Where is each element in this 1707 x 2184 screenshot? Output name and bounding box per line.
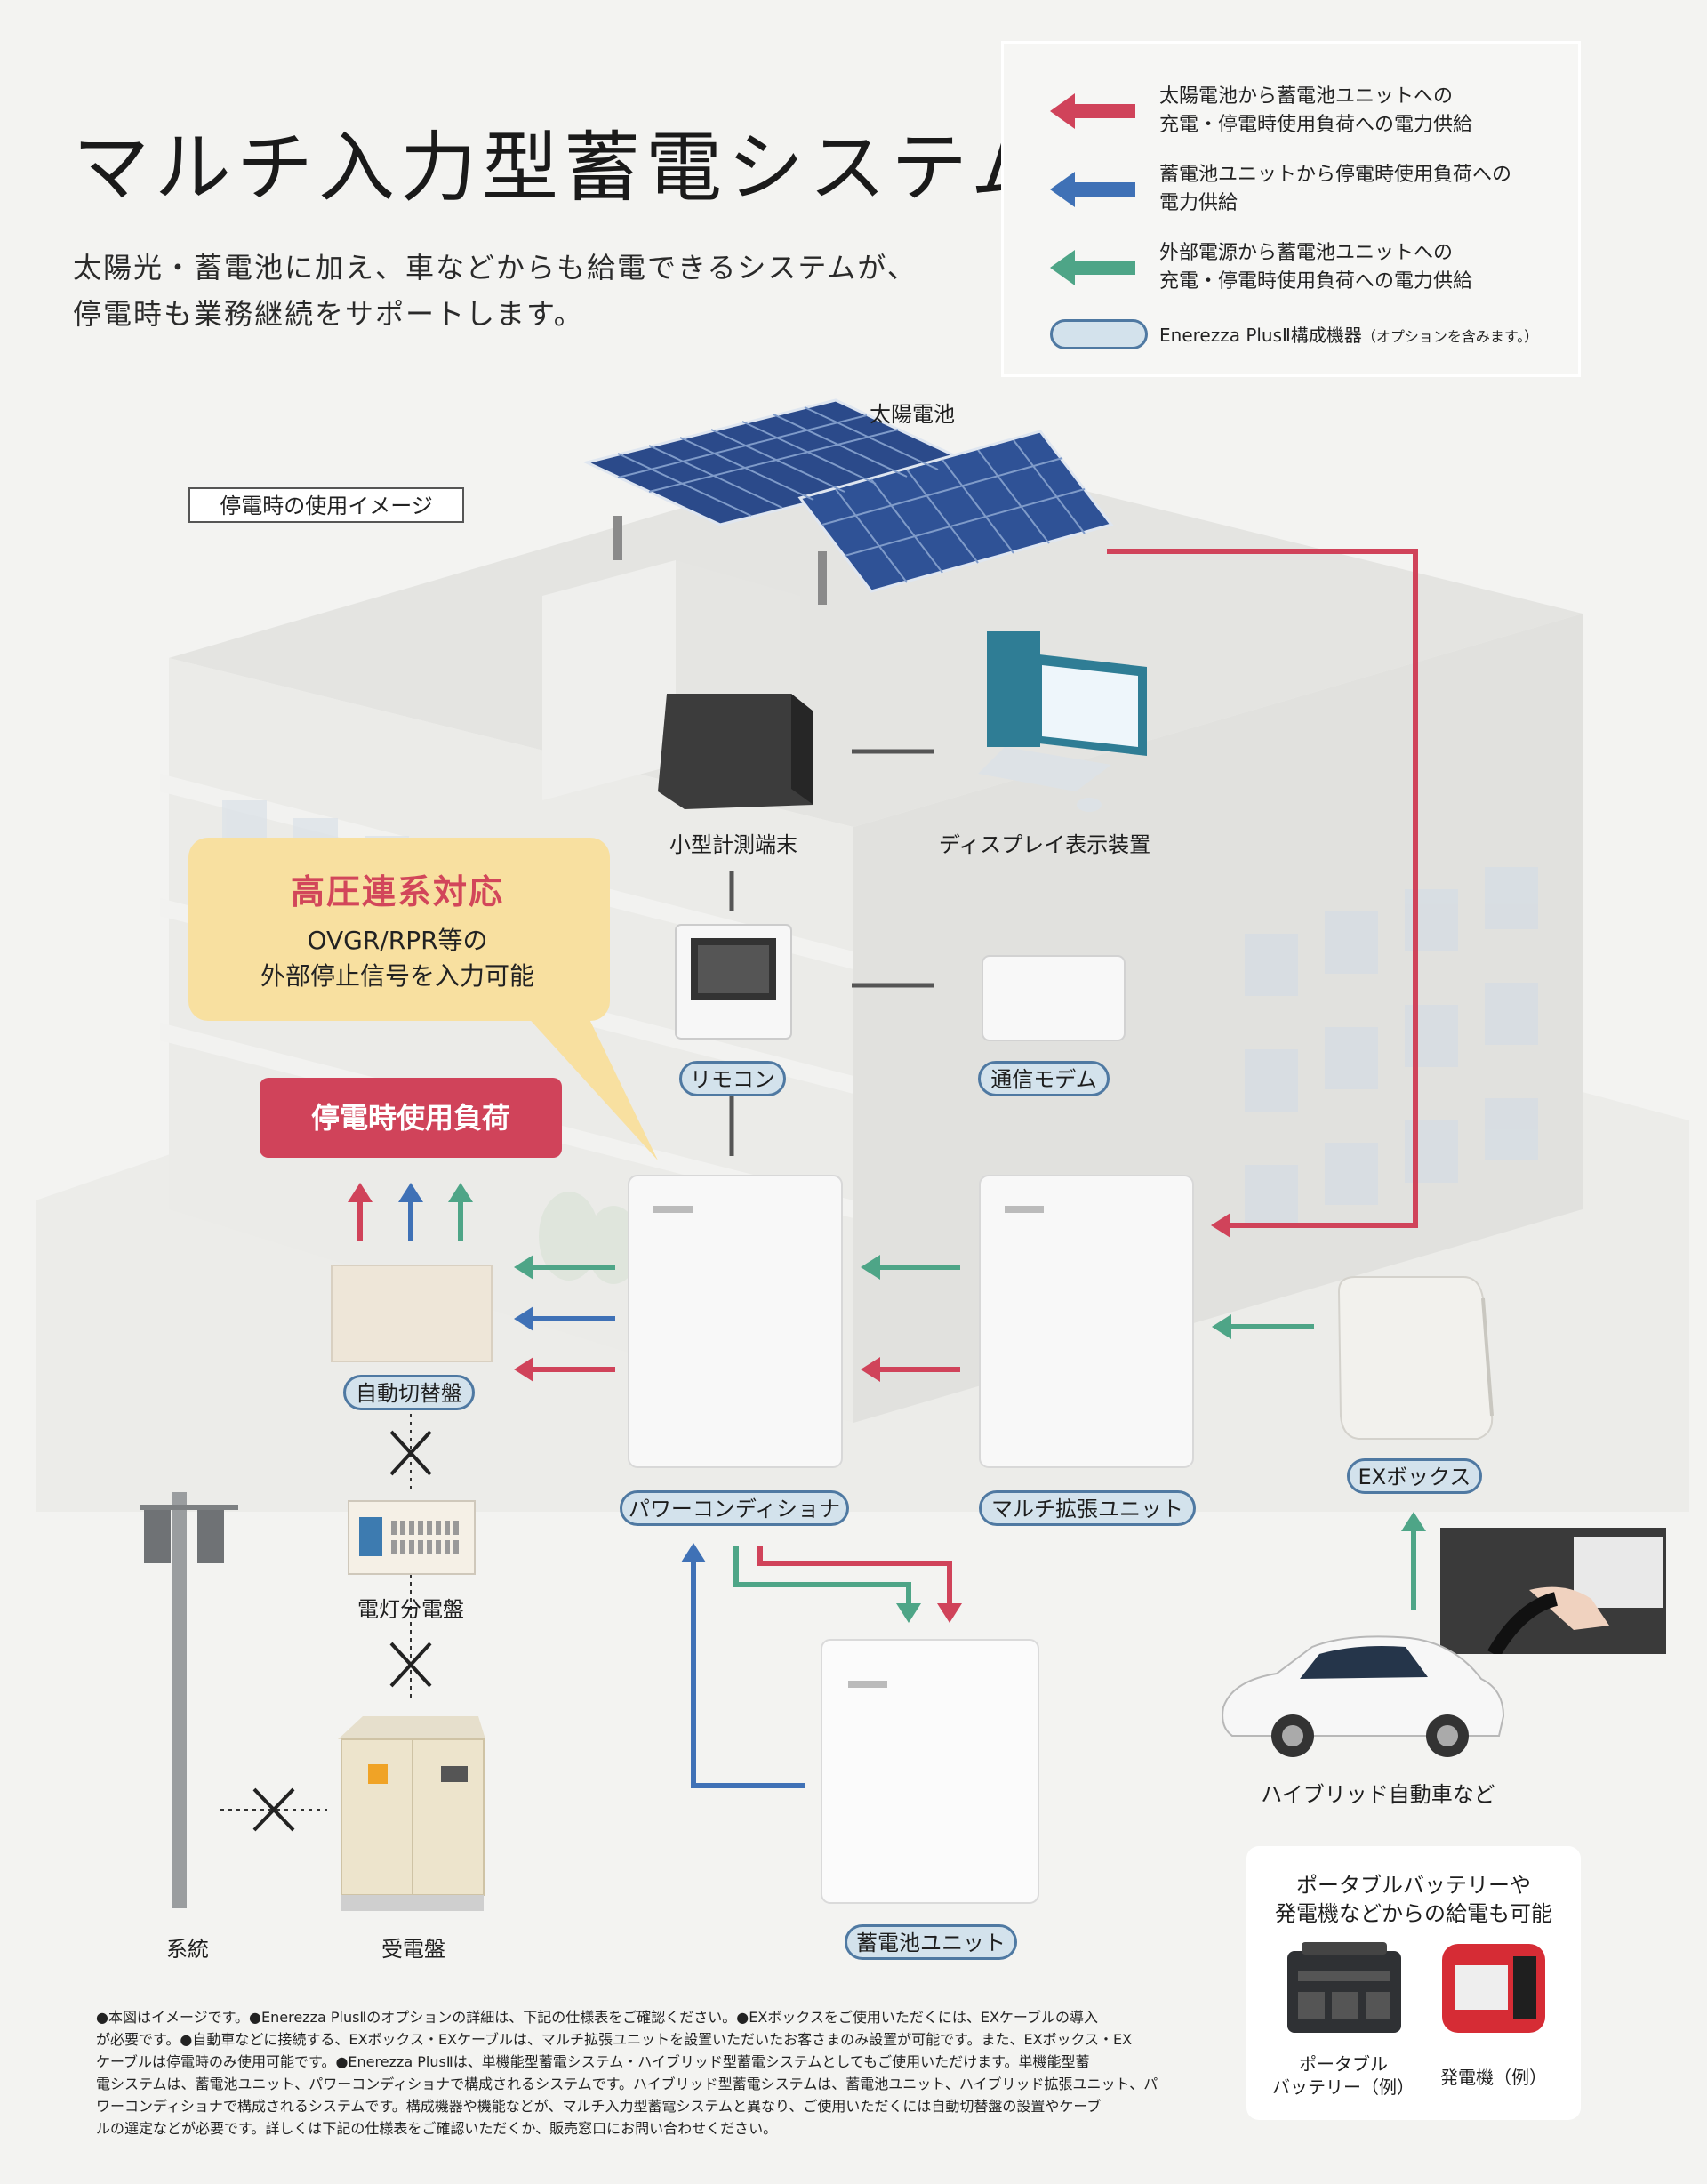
grid-label: 系統 xyxy=(166,1937,209,1962)
utility-pole-icon xyxy=(140,1492,238,1908)
legend-box: 太陽電池から蓄電池ユニットへの 充電・停電時使用負荷への電力供給 蓄電池ユニット… xyxy=(1001,41,1581,377)
page-title: マルチ入力型蓄電システム xyxy=(73,124,1053,213)
meter-label: 小型計測端末 xyxy=(669,832,797,857)
usage-image-label: 停電時の使用イメージ xyxy=(188,487,464,523)
legend-component-label: Enerezza PlusⅡ構成機器 xyxy=(1159,325,1362,346)
hybrid-car-icon xyxy=(1222,1635,1505,1757)
subtitle-line-1: 太陽光・蓄電池に加え、車などからも給電できるシステムが、 xyxy=(73,251,918,285)
auto-switch-tag: 自動切替盤 xyxy=(343,1375,475,1410)
portable-battery-label: ポータブル バッテリー（例） xyxy=(1268,2052,1419,2099)
multi-unit-tag: マルチ拡張ユニット xyxy=(979,1490,1196,1526)
legend-red-line1: 太陽電池から蓄電池ユニットへの xyxy=(1159,85,1454,108)
footnote-line: 電システムは、蓄電池ユニット、パワーコンディショナで構成されるシステムです。ハイ… xyxy=(96,2076,1158,2092)
legend-green-arrow-icon xyxy=(1050,250,1135,285)
portable-battery-line1: ポータブル xyxy=(1299,2053,1388,2075)
subtitle-line-2: 停電時も業務継続をサポートします。 xyxy=(73,297,584,331)
legend-red-arrow-icon xyxy=(1050,93,1135,129)
generator-icon xyxy=(1442,1944,1545,2033)
legend-green-line1: 外部電源から蓄電池ユニットへの xyxy=(1159,242,1454,264)
remote-controller-icon xyxy=(675,924,792,1040)
distribution-panel-icon xyxy=(348,1500,476,1575)
power-conditioner-tag: パワーコンディショナ xyxy=(620,1490,849,1526)
modem-tag: 通信モデム xyxy=(978,1061,1110,1096)
footnote-line: ●本図はイメージです。●Enerezza PlusⅡのオプションの詳細は、下記の… xyxy=(96,2009,1098,2026)
outage-load-banner: 停電時使用負荷 xyxy=(260,1078,562,1158)
modem-icon xyxy=(982,955,1126,1041)
display-label: ディスプレイ表示装置 xyxy=(938,832,1151,857)
legend-red-line2: 充電・停電時使用負荷への電力供給 xyxy=(1159,114,1473,136)
footnote-line: が必要です。●自動車などに接続する、EXボックス・EXケーブルは、マルチ拡張ユニ… xyxy=(96,2031,1133,2048)
legend-blue-arrow-icon xyxy=(1050,172,1135,207)
portable-heading-line2: 発電機などからの給電も可能 xyxy=(1275,1901,1552,1926)
hybrid-car-label: ハイブリッド自動車など xyxy=(1261,1782,1495,1807)
portable-battery-icon xyxy=(1287,1942,1401,2033)
auto-switch-panel-icon xyxy=(331,1265,493,1362)
portable-heading-line1: ポータブルバッテリーや xyxy=(1296,1873,1531,1898)
legend-green-line2: 充電・停電時使用負荷への電力供給 xyxy=(1159,270,1473,293)
solar-label: 太陽電池 xyxy=(870,402,955,427)
substation-panel-icon xyxy=(338,1716,485,1911)
battery-unit-tag: 蓄電池ユニット xyxy=(845,1924,1017,1960)
callout-title: 高圧連系対応 xyxy=(290,872,504,911)
legend-blue-line1: 蓄電池ユニットから停電時使用負荷への xyxy=(1159,164,1512,186)
substation-label: 受電盤 xyxy=(381,1937,445,1962)
battery-unit-icon xyxy=(821,1639,1039,1904)
multi-extension-unit-icon xyxy=(979,1175,1194,1468)
remote-tag: リモコン xyxy=(679,1061,786,1096)
disconnect-x-icons xyxy=(252,1430,432,1832)
legend-blue-line2: 電力供給 xyxy=(1159,192,1238,214)
portable-battery-line2: バッテリー（例） xyxy=(1272,2076,1414,2098)
power-conditioner-icon xyxy=(628,1175,843,1468)
ex-cable-photo xyxy=(1440,1528,1666,1654)
ex-box-icon xyxy=(1337,1276,1494,1440)
distribution-label: 電灯分電盤 xyxy=(357,1597,464,1622)
ex-box-tag: EXボックス xyxy=(1347,1458,1482,1494)
footnote-line: ケーブルは停電時のみ使用可能です。●Enerezza PlusⅡは、単機能型蓄電… xyxy=(96,2053,1090,2070)
footnote-line: ワーコンディショナで構成されるシステムです。構成機器や機能などが、マルチ入力型蓄… xyxy=(96,2098,1102,2115)
callout-line-1: OVGR/RPR等の xyxy=(307,926,488,955)
generator-label: 発電機（例） xyxy=(1440,2067,1547,2088)
callout-bubble xyxy=(188,838,658,1160)
measurement-terminal-icon xyxy=(658,694,813,809)
legend-component-swatch xyxy=(1050,319,1148,349)
legend-component-note: （オプションを含みます。） xyxy=(1361,328,1539,345)
solar-panel-icon xyxy=(582,398,1114,605)
footnote-line: ルの選定などが必要です。詳しくは下記の仕様表をご確認いただくか、販売窓口にお問い… xyxy=(96,2120,778,2137)
callout-line-2: 外部停止信号を入力可能 xyxy=(260,961,534,991)
display-device-icon xyxy=(978,631,1147,812)
footnote: ●本図はイメージです。●Enerezza PlusⅡのオプションの詳細は、下記の… xyxy=(96,2006,1198,2140)
